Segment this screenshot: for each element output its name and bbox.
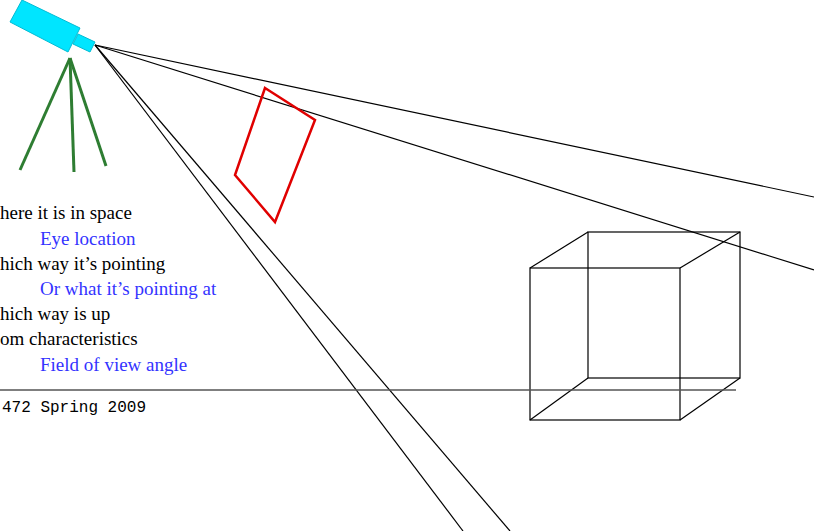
camera-body [10,0,95,52]
footer-text: 472 Spring 2009 [2,397,146,419]
tripod [20,58,106,172]
bullet-text: hich way it’s pointing [0,253,165,275]
image-plane [235,88,315,222]
bullet-text: Or what it’s pointing at [40,278,216,300]
divider-line [0,389,736,391]
bullet-text: om characteristics [0,328,138,350]
bullet-text: Eye location [40,228,136,250]
cube [530,232,740,420]
bullet-text: hich way is up [0,303,110,325]
bullet-text: here it is in space [0,202,132,224]
bullet-text: Field of view angle [40,354,187,376]
